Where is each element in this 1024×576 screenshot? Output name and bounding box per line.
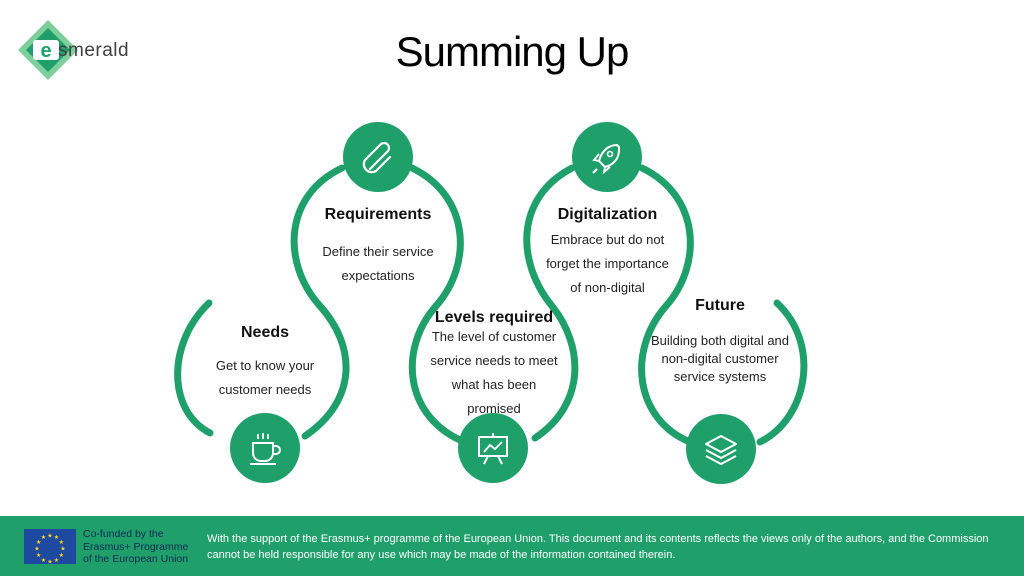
step-description: Get to know your customer needs [195, 354, 335, 402]
eu-cofunded-text: Co-funded by the Erasmus+ Programme of t… [83, 528, 188, 566]
arc-levels-digitalization [523, 164, 579, 442]
esmerald-logo: e smerald [16, 18, 156, 82]
description-line: service systems [673, 369, 767, 384]
logo-mark-icon: e [18, 20, 78, 80]
step-future: Future Building both digital and non-dig… [640, 297, 800, 386]
step-description: The level of customer service needs to m… [418, 325, 570, 421]
step-heading: Needs [240, 324, 290, 341]
description-line: forget the importance [546, 256, 669, 271]
description-line: of non-digital [570, 280, 645, 295]
svg-text:★: ★ [36, 552, 41, 559]
svg-text:★: ★ [59, 539, 64, 546]
svg-text:★: ★ [36, 539, 41, 546]
description-line: Embrace but do not [550, 232, 665, 247]
footer-bar: ★ ★ ★ ★ ★ ★ ★ ★ ★ ★ ★ ★ Co-funded by the… [0, 516, 1024, 576]
eu-line: of the European Union [83, 553, 189, 565]
future-icon-circle [686, 414, 756, 484]
description-line: The level of customer [431, 329, 557, 344]
svg-text:★: ★ [41, 534, 46, 541]
step-heading: Levels required [434, 309, 554, 326]
svg-text:★: ★ [60, 546, 65, 553]
needs-icon-circle [230, 413, 300, 483]
arc-future [756, 299, 808, 446]
description-line: Building both digital and [650, 333, 790, 348]
arc-digitalization-future [638, 164, 694, 446]
page-title: Summing Up [395, 28, 630, 75]
levels-icon-circle [458, 413, 528, 483]
step-needs: Needs Get to know your customer needs [195, 324, 335, 402]
eu-line: Co-funded by the [83, 528, 164, 540]
svg-text:★: ★ [47, 559, 52, 565]
logo-wordmark: smerald [58, 40, 130, 61]
svg-text:★: ★ [59, 552, 64, 559]
arc-needs [174, 299, 214, 437]
description-line: Get to know your [215, 358, 315, 373]
description-line: Define their service [322, 244, 434, 259]
description-line: non-digital customer [661, 351, 779, 366]
step-description: Embrace but do not forget the importance… [530, 228, 685, 300]
step-levels-required: Levels required The level of customer se… [418, 309, 570, 421]
description-line: what has been [451, 377, 537, 392]
digitalization-icon-circle [572, 122, 642, 192]
description-line: service needs to meet [430, 353, 558, 368]
svg-text:★: ★ [54, 534, 59, 541]
disclaimer-text: With the support of the Erasmus+ program… [207, 533, 989, 561]
requirements-icon-circle [343, 122, 413, 192]
arc-requirements-levels [408, 164, 464, 444]
eu-line: Erasmus+ Programme [83, 540, 189, 553]
description-line: promised [467, 401, 521, 416]
eu-flag-icon: ★ ★ ★ ★ ★ ★ ★ ★ ★ ★ ★ ★ [24, 529, 76, 566]
step-heading: Future [695, 297, 745, 314]
step-heading: Requirements [324, 206, 432, 223]
description-line: expectations [341, 268, 415, 283]
svg-text:★: ★ [54, 557, 59, 564]
svg-text:★: ★ [41, 557, 46, 564]
arc-needs-requirements [290, 164, 350, 440]
step-digitalization: Digitalization Embrace but do not forget… [530, 206, 685, 300]
description-line: customer needs [218, 382, 312, 397]
step-requirements: Requirements Define their service expect… [302, 206, 454, 288]
svg-text:★: ★ [47, 533, 52, 540]
logo-letter: e [40, 40, 51, 62]
step-heading: Digitalization [557, 206, 658, 223]
svg-text:★: ★ [34, 546, 39, 553]
step-description: Define their service expectations [302, 240, 454, 288]
step-description: Building both digital and non-digital cu… [640, 332, 800, 386]
